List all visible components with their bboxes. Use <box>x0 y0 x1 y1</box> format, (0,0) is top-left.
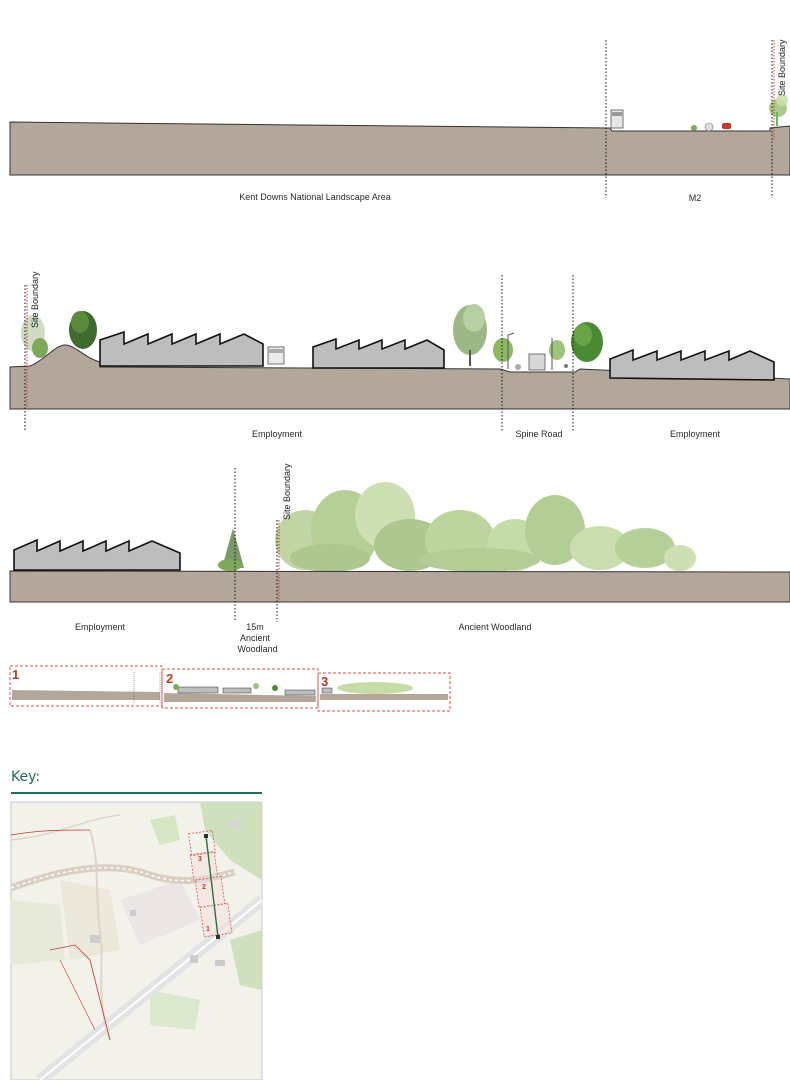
label-buffer-line3: Woodland <box>237 644 278 654</box>
warehouse-building <box>312 337 445 369</box>
truck-icon <box>610 109 624 129</box>
key-section-frame-2 <box>194 875 226 909</box>
woodland-canopy <box>275 482 696 572</box>
key-number-1: 1 <box>206 926 210 933</box>
car-icon <box>722 123 731 129</box>
tree-icon <box>69 311 97 349</box>
label-ancient-woodland: Ancient Woodland <box>458 622 532 632</box>
key-title: Key: <box>11 769 41 785</box>
section-3-ground <box>9 570 790 603</box>
pedestrian-icon <box>515 364 521 370</box>
label-spine-road: Spine Road <box>515 429 563 439</box>
label-employment-3: Employment <box>74 622 126 632</box>
overview-frame-3 <box>317 672 451 712</box>
shrub-icon <box>691 125 697 131</box>
overview-number-2: 2 <box>166 671 174 686</box>
label-employment-left: Employment <box>251 429 303 439</box>
key-divider <box>11 792 262 794</box>
key-number-3: 3 <box>198 856 202 863</box>
tree-icon <box>218 528 244 571</box>
truck-icon <box>267 346 285 365</box>
label-buffer-line1: 15m <box>246 622 264 632</box>
tree-icon <box>549 340 565 360</box>
bus-icon <box>528 353 546 371</box>
warehouse-building <box>609 348 775 381</box>
overview-number-1: 1 <box>12 667 20 682</box>
overview-number-3: 3 <box>321 674 329 689</box>
section-2-ground <box>9 344 790 410</box>
pedestrian-icon <box>564 364 568 368</box>
tree-icon <box>453 304 487 366</box>
warehouse-building <box>99 330 264 367</box>
label-employment-right: Employment <box>669 429 721 439</box>
label-kent-downs: Kent Downs National Landscape Area <box>239 192 391 202</box>
label-m2: M2 <box>688 193 702 203</box>
key-section-frame-3 <box>189 851 219 881</box>
section-1-ground <box>9 121 790 176</box>
key-number-2: 2 <box>202 884 206 891</box>
warehouse-building <box>13 538 181 571</box>
key-section-line <box>205 835 219 938</box>
overview-frame-2 <box>161 668 319 709</box>
car-icon <box>704 122 714 132</box>
tree-icon <box>571 322 603 362</box>
label-buffer-line2: Ancient <box>239 633 271 643</box>
